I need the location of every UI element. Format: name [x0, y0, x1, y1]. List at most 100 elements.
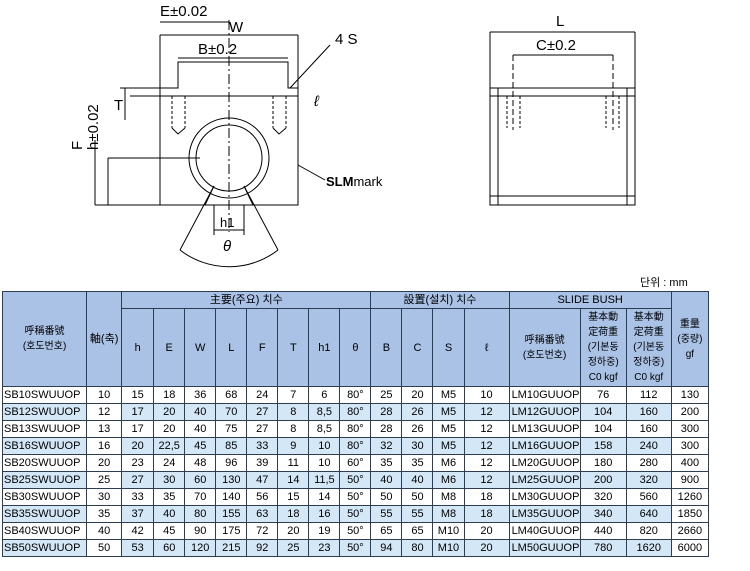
- cell-h: 15: [121, 386, 155, 404]
- cell-l: 12: [463, 403, 510, 421]
- theta-label: θ: [223, 238, 231, 255]
- cell-mass: 300: [670, 437, 710, 455]
- cell-c: 26: [401, 403, 434, 421]
- cell-shaft: 50: [86, 539, 123, 557]
- cell-dyn: 104: [579, 420, 627, 438]
- cell-mass: 1850: [670, 505, 710, 523]
- sub-e: E: [153, 308, 186, 387]
- cell-e: 22,5: [153, 437, 186, 455]
- cell-l: 85: [215, 437, 248, 455]
- cell-c: 80: [401, 539, 434, 557]
- cell-f: 47: [246, 471, 279, 489]
- cell-stat: 112: [625, 386, 672, 404]
- unit-label: 단위 : mm: [640, 277, 688, 289]
- cell-h1: 14: [308, 488, 341, 506]
- cell-f: 27: [246, 403, 279, 421]
- cell-e: 40: [153, 505, 186, 523]
- cell-h1: 10: [308, 454, 341, 472]
- cell-f: 92: [246, 539, 279, 557]
- cell-shaft: 12: [86, 403, 123, 421]
- cell-e: 45: [153, 522, 186, 540]
- cell-model: SB40SWUUOP: [1, 522, 88, 540]
- cell-f: 39: [246, 454, 279, 472]
- cell-s: M5: [432, 420, 465, 438]
- cell-shaft: 35: [86, 505, 123, 523]
- cell-s: M10: [432, 522, 465, 540]
- housing-outline: [159, 61, 299, 206]
- cell-t: 8: [277, 403, 310, 421]
- cell-l: 75: [215, 420, 248, 438]
- cell-dyn: 158: [579, 437, 627, 455]
- cell-model: SB12SWUUOP: [1, 403, 88, 421]
- cell-dyn: 340: [579, 505, 627, 523]
- cell-b: 65: [370, 522, 403, 540]
- f-dim-label: F: [69, 141, 86, 150]
- cell-s: M5: [432, 437, 465, 455]
- cell-l: 175: [215, 522, 248, 540]
- side-view-outline: [489, 87, 636, 206]
- cell-f: 33: [246, 437, 279, 455]
- cell-theta: 60°: [339, 454, 372, 472]
- cell-h: 23: [121, 454, 155, 472]
- sub-l-small: ℓ: [463, 308, 510, 387]
- cell-theta: 50°: [339, 471, 372, 489]
- cell-theta: 80°: [339, 403, 372, 421]
- cell-shaft: 25: [86, 471, 123, 489]
- cell-theta: 50°: [339, 488, 372, 506]
- header-slide-bush: SLIDE BUSH: [508, 291, 672, 309]
- cell-h1: 8,5: [308, 403, 341, 421]
- cell-model: SB50SWUUOP: [1, 539, 88, 557]
- cell-l: 12: [463, 437, 510, 455]
- cell-dyn: 440: [579, 522, 627, 540]
- cell-h1: 11,5: [308, 471, 341, 489]
- cell-l: 12: [463, 420, 510, 438]
- cell-lm: LM50GUUOP: [508, 539, 581, 557]
- cell-w: 90: [184, 522, 217, 540]
- cell-f: 56: [246, 488, 279, 506]
- cell-t: 8: [277, 420, 310, 438]
- cell-s: M5: [432, 403, 465, 421]
- sub-f: F: [246, 308, 279, 387]
- cell-l: 140: [215, 488, 248, 506]
- sub-t: T: [277, 308, 310, 387]
- cell-mass: 900: [670, 471, 710, 489]
- cell-h: 20: [121, 437, 155, 455]
- cell-l: 215: [215, 539, 248, 557]
- sub-h: h: [121, 308, 155, 387]
- cell-mass: 1260: [670, 488, 710, 506]
- cell-shaft: 16: [86, 437, 123, 455]
- cell-theta: 50°: [339, 539, 372, 557]
- cell-f: 27: [246, 420, 279, 438]
- cell-mass: 6000: [670, 539, 710, 557]
- cell-model: SB10SWUUOP: [1, 386, 88, 404]
- cell-s: M10: [432, 539, 465, 557]
- cell-h1: 8,5: [308, 420, 341, 438]
- cell-h: 53: [121, 539, 155, 557]
- cell-shaft: 40: [86, 522, 123, 540]
- header-main-dims: 主要(주요) 치수: [121, 291, 372, 309]
- cell-w: 40: [184, 420, 217, 438]
- cell-dyn: 104: [579, 403, 627, 421]
- cell-t: 7: [277, 386, 310, 404]
- cell-w: 80: [184, 505, 217, 523]
- cell-stat: 280: [625, 454, 672, 472]
- cell-b: 25: [370, 386, 403, 404]
- h-dim-label: h±0.02: [85, 104, 102, 150]
- sub-stat-load: 基本動 定荷重 (기본동 정하중) C0 kgf: [625, 308, 672, 387]
- sub-h1: h1: [308, 308, 341, 387]
- cell-l: 12: [463, 454, 510, 472]
- cell-t: 9: [277, 437, 310, 455]
- e-dim-label: E±0.02: [160, 3, 207, 20]
- sub-b: B: [370, 308, 403, 387]
- cell-mass: 130: [670, 386, 710, 404]
- slm-mark-label: SLMmark: [326, 174, 383, 189]
- cell-h1: 10: [308, 437, 341, 455]
- cell-s: M8: [432, 505, 465, 523]
- sub-s: S: [432, 308, 465, 387]
- cell-w: 60: [184, 471, 217, 489]
